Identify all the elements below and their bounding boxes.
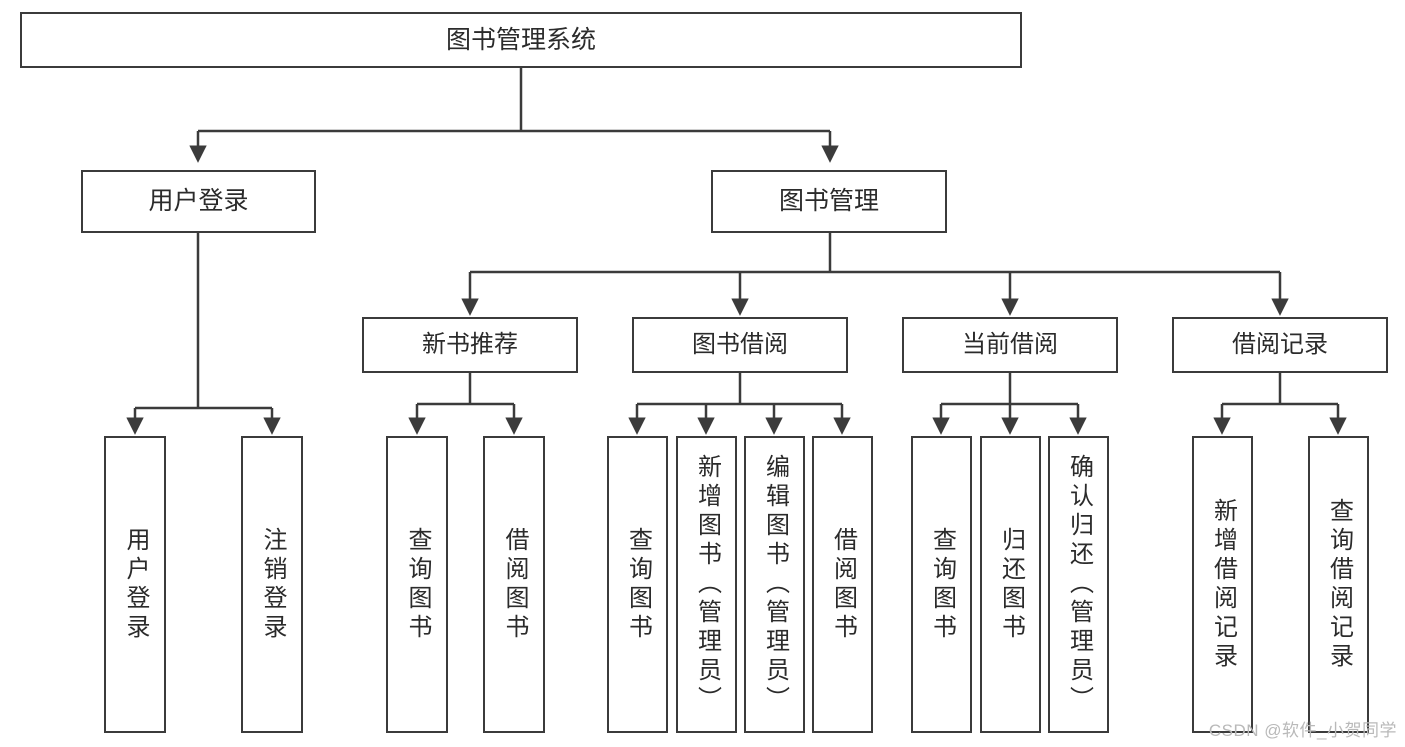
node-label: 查询图书 — [624, 526, 652, 643]
node-label: 确认归还（管理员） — [1065, 454, 1093, 715]
node-label: 图书借阅 — [692, 331, 788, 359]
node-borrow-record[interactable]: 借阅记录 — [1172, 317, 1388, 373]
node-label: 编辑图书（管理员） — [761, 454, 789, 715]
leaf-record-add-record[interactable]: 新增借阅记录 — [1192, 436, 1253, 733]
node-label: 当前借阅 — [962, 331, 1058, 359]
leaf-new-book-borrow[interactable]: 借阅图书 — [483, 436, 545, 733]
node-book-management[interactable]: 图书管理 — [711, 170, 947, 233]
leaf-current-confirm-return-admin[interactable]: 确认归还（管理员） — [1048, 436, 1109, 733]
leaf-record-query-record[interactable]: 查询借阅记录 — [1308, 436, 1369, 733]
node-label: 借阅记录 — [1232, 331, 1328, 359]
node-label: 查询图书 — [928, 526, 956, 643]
node-new-book-recommend[interactable]: 新书推荐 — [362, 317, 578, 373]
node-label: 图书管理系统 — [445, 25, 596, 54]
node-label: 注销登录 — [259, 526, 286, 643]
leaf-borrow-add-book-admin[interactable]: 新增图书（管理员） — [676, 436, 737, 733]
node-label: 查询图书 — [404, 526, 431, 643]
leaf-borrow-borrow-book[interactable]: 借阅图书 — [812, 436, 873, 733]
node-root-system[interactable]: 图书管理系统 — [20, 12, 1022, 68]
leaf-borrow-edit-book-admin[interactable]: 编辑图书（管理员） — [744, 436, 805, 733]
node-label: 新书推荐 — [422, 331, 518, 359]
node-label: 图书管理 — [778, 187, 879, 216]
node-book-borrow[interactable]: 图书借阅 — [632, 317, 848, 373]
leaf-user-login-login[interactable]: 用户登录 — [104, 436, 166, 733]
csdn-watermark: CSDN @软件_小贺同学 — [1208, 721, 1397, 740]
leaf-current-query-book[interactable]: 查询图书 — [911, 436, 972, 733]
node-label: 借阅图书 — [829, 526, 857, 643]
leaf-user-login-logout[interactable]: 注销登录 — [241, 436, 303, 733]
node-label: 用户登录 — [122, 526, 149, 643]
node-label: 归还图书 — [997, 526, 1025, 643]
node-label: 新增图书（管理员） — [693, 454, 721, 715]
leaf-borrow-query-book[interactable]: 查询图书 — [607, 436, 668, 733]
node-label: 借阅图书 — [501, 526, 528, 643]
node-label: 查询借阅记录 — [1325, 497, 1353, 672]
node-label: 新增借阅记录 — [1209, 497, 1237, 672]
node-label: 用户登录 — [148, 187, 249, 216]
leaf-new-book-query[interactable]: 查询图书 — [386, 436, 448, 733]
node-current-borrow[interactable]: 当前借阅 — [902, 317, 1118, 373]
leaf-current-return-book[interactable]: 归还图书 — [980, 436, 1041, 733]
node-user-login[interactable]: 用户登录 — [81, 170, 316, 233]
